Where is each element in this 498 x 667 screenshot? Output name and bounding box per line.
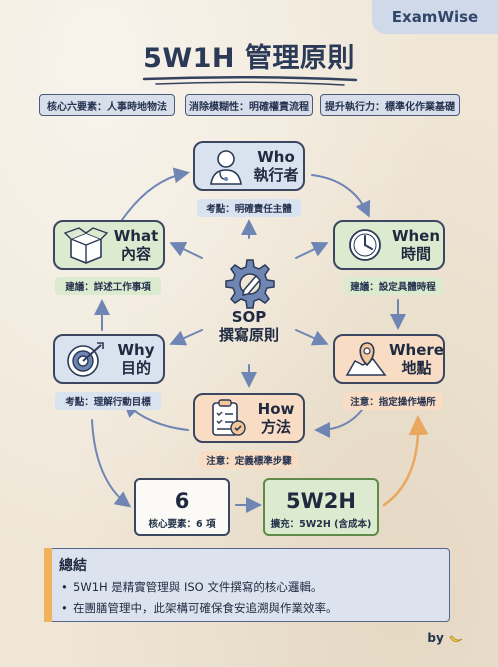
tag-core-elements: 核心六要素：人事時地物法: [39, 94, 175, 116]
extension-box: 5W2H 擴充：5W2H (含成本): [263, 478, 379, 536]
card-why-en: Why: [117, 341, 155, 359]
summary-line-1-text: 5W1H 是精實管理與 ISO 文件撰寫的核心邏輯。: [73, 580, 323, 594]
signature-text: by: [427, 631, 444, 645]
doctor-icon: [210, 150, 242, 185]
center-line2: 撰寫原則: [218, 326, 279, 344]
card-when-en: When: [391, 227, 441, 245]
core-count-label: 核心要素：6 項: [148, 519, 216, 530]
card-where-zh: 地點: [401, 359, 432, 377]
banana-icon: [449, 634, 463, 642]
core-count-box: 6 核心要素：6 項: [134, 478, 230, 536]
card-why-zh: 目的: [120, 359, 151, 377]
gear-pencil-icon: [225, 259, 275, 309]
card-where-en: Where: [389, 341, 444, 359]
map-pin-icon: [345, 342, 387, 376]
note-why: 考點：理解行動目標: [55, 392, 161, 410]
card-who-en: Who: [257, 148, 295, 166]
card-what-zh: 內容: [120, 245, 151, 263]
center-line1: SOP: [231, 308, 267, 326]
summary-line-1: •5W1H 是精實管理與 ISO 文件撰寫的核心邏輯。: [61, 580, 323, 594]
core-count-value: 6: [174, 489, 190, 513]
tag-execution: 提升執行力：標準化作業基礎: [320, 94, 460, 116]
brand-badge: ExamWise: [372, 0, 498, 34]
center-label: SOP 撰寫原則: [204, 308, 294, 344]
summary-accent: [44, 548, 52, 622]
extension-value: 5W2H: [286, 489, 356, 513]
card-how-en: How: [257, 400, 295, 418]
summary-line-2-text: 在團膳管理中，此架構可確保食安追溯與作業效率。: [73, 601, 338, 615]
summary-line-2: •在團膳管理中，此架構可確保食安追溯與作業效率。: [61, 601, 338, 615]
card-what-en: What: [113, 227, 159, 245]
box-icon: [63, 227, 109, 264]
card-when-zh: 時間: [400, 245, 431, 263]
note-how: 注意：定義標準步驟: [199, 451, 299, 469]
tag-clarity: 消除模糊性：明確權責流程: [185, 94, 313, 116]
title-underline: [142, 75, 358, 86]
card-who-zh: 執行者: [253, 166, 299, 184]
note-what: 建議：詳述工作事項: [55, 277, 161, 295]
note-who: 考點：明確責任主體: [197, 199, 301, 217]
summary-panel: 總結 •5W1H 是精實管理與 ISO 文件撰寫的核心邏輯。 •在團膳管理中，此…: [46, 548, 450, 622]
note-where: 注意：指定操作場所: [343, 392, 443, 410]
target-icon: [67, 342, 104, 377]
summary-heading: 總結: [59, 558, 87, 574]
signature: by: [427, 631, 464, 645]
card-how-zh: 方法: [260, 418, 291, 436]
extension-label: 擴充：5W2H (含成本): [270, 519, 372, 530]
page-title: 5W1H 管理原則: [143, 43, 355, 74]
clipboard-check-icon: [212, 399, 246, 436]
note-when: 建議：設定具體時程: [343, 277, 443, 295]
clock-icon: [349, 229, 381, 261]
